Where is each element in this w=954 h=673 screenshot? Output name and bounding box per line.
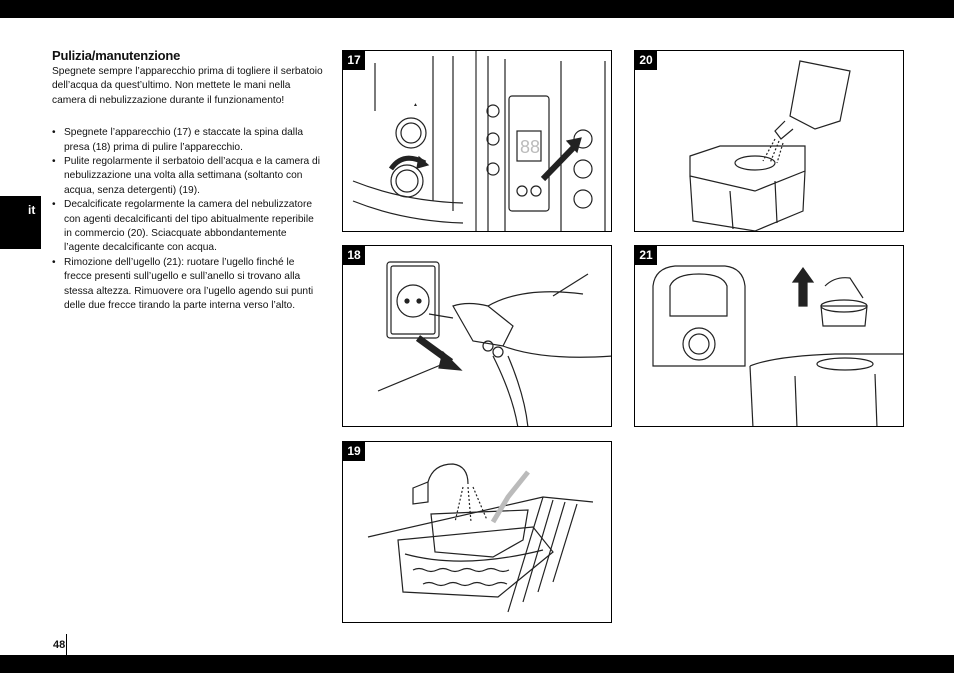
figure-20: 20 bbox=[634, 50, 904, 232]
section-title: Pulizia/manutenzione bbox=[52, 48, 181, 63]
intro-paragraph: Spegnete sempre l’apparecchio prima di t… bbox=[52, 66, 323, 106]
figure-21: 21 bbox=[634, 245, 904, 427]
figure-19: 19 bbox=[342, 441, 612, 623]
figure-number: 20 bbox=[635, 51, 657, 70]
figure-number: 19 bbox=[343, 442, 365, 461]
svg-text:▲: ▲ bbox=[413, 102, 418, 108]
bullet-item: Decalcificate regolarmente la camera del… bbox=[52, 198, 324, 256]
language-tab-label: it bbox=[28, 203, 36, 217]
page-number: 48 bbox=[41, 634, 67, 655]
instructions-text: Pulizia/manutenzione Spegnete sempre l’a… bbox=[52, 48, 324, 314]
bottom-bar bbox=[0, 655, 954, 673]
figure-18: 18 bbox=[342, 245, 612, 427]
language-tab: it bbox=[0, 196, 41, 249]
bullet-list: Spegnete l’apparecchio (17) e staccate l… bbox=[52, 126, 324, 313]
svg-text:88: 88 bbox=[520, 137, 540, 157]
figure-number: 17 bbox=[343, 51, 365, 70]
rinse-illustration bbox=[367, 463, 594, 613]
nozzle-removal-illustration bbox=[652, 265, 903, 426]
switch-off-illustration: ▲ 88 bbox=[352, 51, 606, 231]
descaling-illustration bbox=[689, 60, 851, 231]
figure-number: 18 bbox=[343, 246, 365, 265]
figure-number: 21 bbox=[635, 246, 657, 265]
figure-17: 17 ▲ 88 bbox=[342, 50, 612, 232]
bullet-item: Rimozione dell’ugello (21): ruotare l’ug… bbox=[52, 256, 324, 314]
bullet-item: Spegnete l’apparecchio (17) e staccate l… bbox=[52, 126, 324, 155]
top-bar bbox=[0, 0, 954, 18]
unplug-illustration bbox=[377, 261, 611, 426]
bullet-item: Pulite regolarmente il serbatoio dell’ac… bbox=[52, 155, 324, 198]
